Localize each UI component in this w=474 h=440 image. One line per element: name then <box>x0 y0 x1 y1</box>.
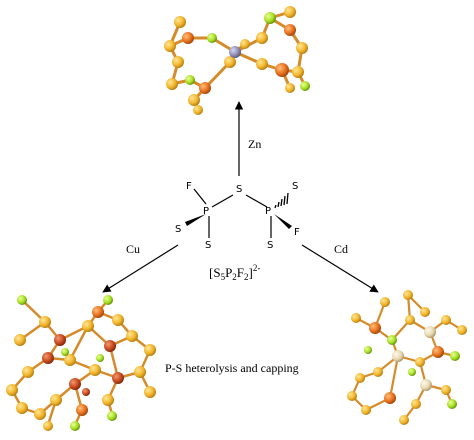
arrow-up-label: Zn <box>248 137 261 151</box>
atom-p-right: P <box>265 206 271 217</box>
atom-s-bridge: S <box>236 184 242 195</box>
center-molecule-bonds <box>193 188 272 238</box>
center-molecule-atom-labels: F S S P P S F S S <box>175 181 300 251</box>
formula-label: [S5P2F2]2- <box>209 263 260 282</box>
arrow-right <box>301 244 379 293</box>
atom-s-left-wedge: S <box>175 224 181 235</box>
atom-p-left: P <box>203 206 209 217</box>
cd-cluster-atoms <box>347 290 467 425</box>
atom-s-right-bottom: S <box>267 240 273 251</box>
zn-cluster-atoms <box>164 6 310 115</box>
caption: P-S heterolysis and capping <box>165 361 299 375</box>
arrow-right-label: Cd <box>334 242 348 256</box>
center-molecule-hashed-bonds <box>274 192 289 209</box>
arrow-left-label: Cu <box>126 242 140 256</box>
zinc-atom <box>229 46 241 58</box>
atom-s-right-top: S <box>292 181 298 192</box>
arrow-left <box>102 244 179 293</box>
zn-cluster <box>168 10 307 110</box>
atom-s-left-bottom: S <box>205 240 211 251</box>
cd-cluster <box>350 293 464 422</box>
atom-f-left: F <box>186 181 192 192</box>
atom-f-right: F <box>294 227 300 238</box>
center-molecule-wedge-bonds <box>185 214 292 229</box>
cu-cluster-atoms <box>6 295 156 431</box>
